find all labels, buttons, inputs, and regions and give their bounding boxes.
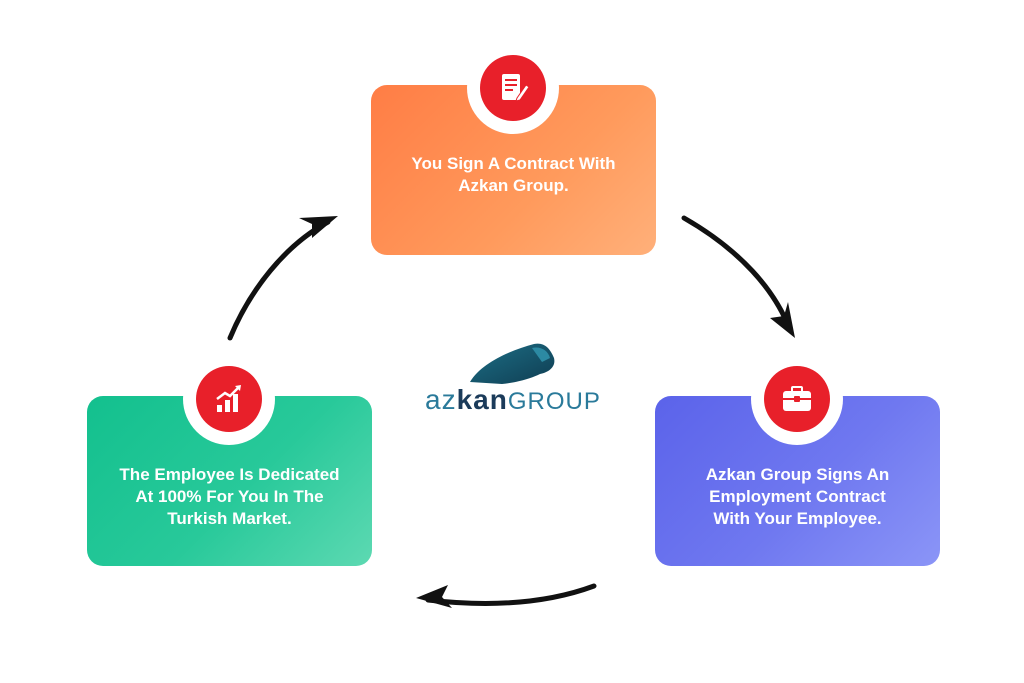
logo-part-az: az [425,384,457,415]
arrow-right-to-left [416,583,597,608]
step-text: The Employee Is Dedicated At 100% For Yo… [119,465,340,528]
azkan-panther-logo [470,343,555,384]
arrow-top-to-right [681,215,795,338]
briefcase-icon [783,386,811,411]
step-card-sign-contract: You Sign A Contract With Azkan Group. [371,85,656,255]
logo-part-group: GROUP [507,388,601,415]
azkan-group-wordmark: azkanGROUP [425,384,601,416]
briefcase-badge [751,353,843,445]
contract-icon [502,74,530,102]
step-text: Azkan Group Signs An Employment Contract… [705,465,890,528]
step-card-employee-dedicated: The Employee Is Dedicated At 100% For Yo… [87,396,372,566]
contract-badge [467,42,559,134]
step-text: You Sign A Contract With Azkan Group. [411,154,616,195]
logo-part-kan: kan [456,384,508,415]
arrow-left-to-top [227,216,338,341]
growth-badge [183,353,275,445]
growth-chart-icon [216,385,241,412]
